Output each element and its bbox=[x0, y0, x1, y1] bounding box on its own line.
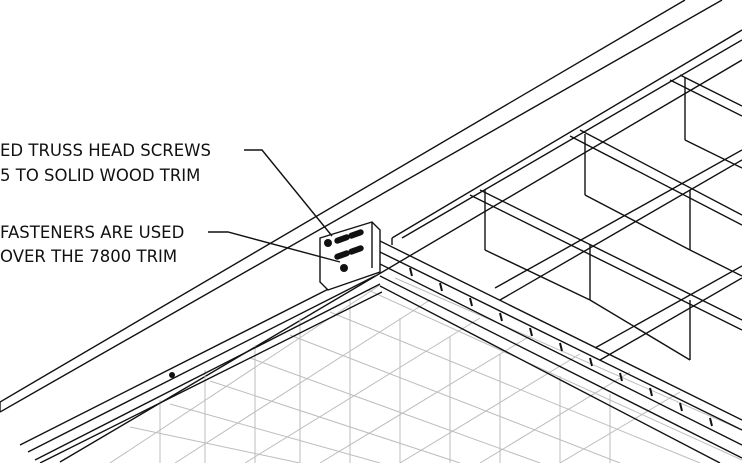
ceiling-panel-grid bbox=[391, 29, 742, 361]
leader-lines bbox=[208, 149, 341, 263]
callout-screws-line2: 5 TO SOLID WOOD TRIM bbox=[0, 166, 200, 185]
screw-slot-icon bbox=[334, 229, 364, 260]
front-trim-rail bbox=[19, 267, 383, 463]
suspended-grid-mesh bbox=[109, 277, 742, 463]
rail-tick-marks bbox=[409, 267, 713, 427]
side-trim-rail bbox=[377, 239, 742, 463]
callout-screws-line1: ED TRUSS HEAD SCREWS bbox=[0, 141, 211, 160]
round-fastener-icon bbox=[169, 239, 348, 378]
callout-fasteners-line2: OVER THE 7800 TRIM bbox=[0, 247, 177, 266]
callout-fasteners-line1: FASTENERS ARE USED bbox=[0, 223, 184, 242]
